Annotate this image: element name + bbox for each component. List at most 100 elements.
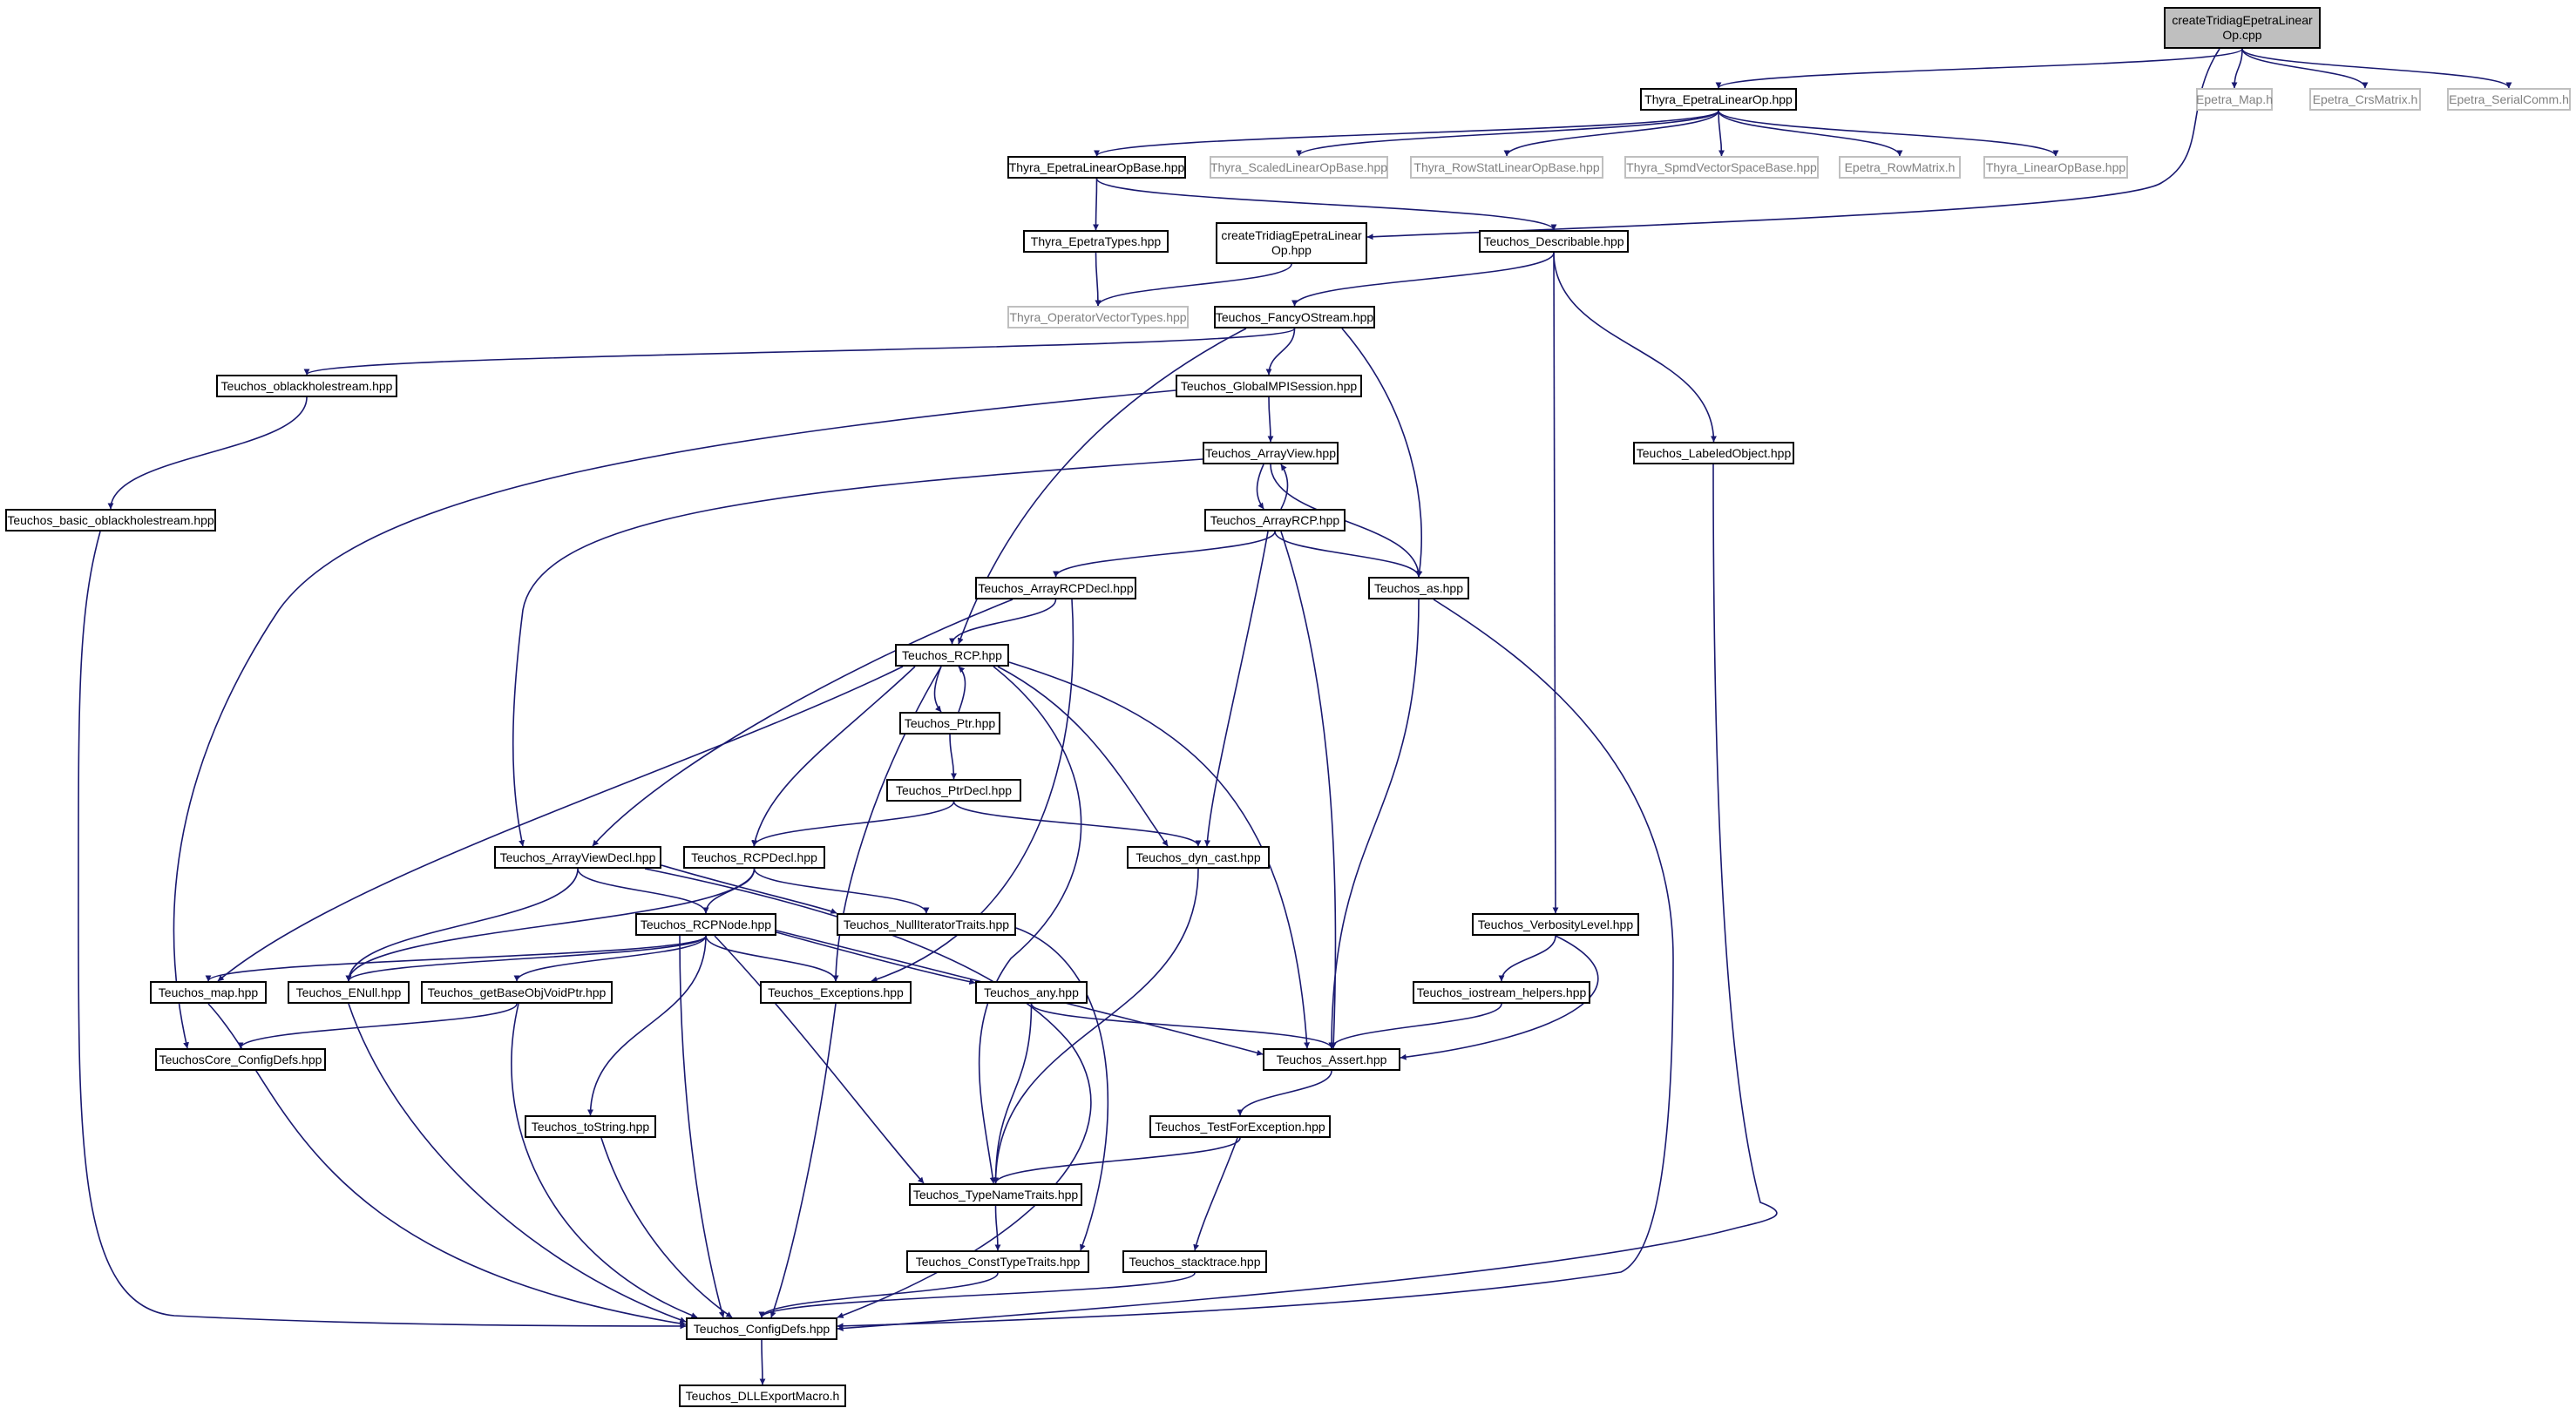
edge-t_exceptions-to-t_configdefs (769, 1003, 837, 1318)
edge-t_dyncast-to-t_tnt (993, 868, 1199, 1184)
node-t-ptrdecl[interactable]: Teuchos_PtrDecl.hpp (886, 779, 1021, 802)
node-root: createTridiagEpetraLinearOp.cpp (2164, 7, 2321, 49)
node-thyra-ovt: Thyra_OperatorVectorTypes.hpp (1007, 306, 1189, 328)
edge-t_labeled-to-t_configdefs (837, 464, 1778, 1332)
node-t-map[interactable]: Teuchos_map.hpp (150, 981, 267, 1004)
node-ctelo-hpp[interactable]: createTridiagEpetraLinearOp.hpp (1216, 222, 1367, 264)
node-thyra-lob: Thyra_LinearOpBase.hpp (1983, 156, 2128, 179)
edge-t_obhs-to-t_bobhs (107, 396, 308, 510)
node-t-avdecl[interactable]: Teuchos_ArrayViewDecl.hpp (494, 846, 661, 869)
node-label: Teuchos_ArrayRCPDecl.hpp (978, 580, 1134, 595)
edge-root-to-epetra_serial (2241, 48, 2512, 89)
node-epetra-map: Epetra_Map.h (2196, 88, 2273, 111)
node-thyra-et[interactable]: Thyra_EpetraTypes.hpp (1023, 230, 1169, 253)
edge-thyra_elo-to-thyra_rslob (1503, 110, 1719, 157)
node-thyra-svsb: Thyra_SpmdVectorSpaceBase.hpp (1624, 156, 1819, 179)
node-epetra-rowm: Epetra_RowMatrix.h (1839, 156, 1961, 179)
node-label: Thyra_OperatorVectorTypes.hpp (1009, 309, 1187, 324)
node-t-obhs[interactable]: Teuchos_oblackholestream.hpp (216, 375, 397, 397)
node-t-labeled[interactable]: Teuchos_LabeledObject.hpp (1633, 442, 1794, 464)
node-label: Teuchos_NullIteratorTraits.hpp (843, 917, 1010, 931)
node-thyra-elo[interactable]: Thyra_EpetraLinearOp.hpp (1640, 88, 1797, 111)
edge-t_rcpnode-to-t_exceptions (705, 935, 839, 982)
edge-ctelo_hpp-to-thyra_ovt (1095, 263, 1292, 307)
node-t-gmpi[interactable]: Teuchos_GlobalMPISession.hpp (1176, 375, 1362, 397)
node-label: Teuchos_ArrayViewDecl.hpp (499, 850, 656, 864)
edge-t_rcpdecl-to-t_enull (345, 868, 756, 982)
edge-t_assert-to-t_tfe (1237, 1070, 1332, 1116)
edge-t_rcpnode-to-t_enull (345, 935, 707, 982)
node-t-arcpdecl[interactable]: Teuchos_ArrayRCPDecl.hpp (975, 577, 1136, 599)
node-label: Teuchos_ConfigDefs.hpp (693, 1321, 830, 1336)
node-t-arrayrcp[interactable]: Teuchos_ArrayRCP.hpp (1204, 509, 1346, 531)
edge-t_rcp-to-t_rcpdecl (751, 666, 916, 847)
node-label: Teuchos_ConstTypeTraits.hpp (915, 1254, 1081, 1269)
node-t-tnt[interactable]: Teuchos_TypeNameTraits.hpp (909, 1183, 1082, 1206)
edge-t_ptr-to-t_ptrdecl (949, 734, 957, 780)
edge-root-to-ctelo_hpp (1366, 48, 2220, 240)
edge-t_arrayrcp-to-t_arcpdecl (1053, 531, 1276, 578)
node-thyra-slob: Thyra_ScaledLinearOpBase.hpp (1210, 156, 1388, 179)
node-t-dll[interactable]: Teuchos_DLLExportMacro.h (679, 1385, 846, 1407)
edge-thyra_elo-to-thyra_svsb (1718, 110, 1725, 157)
node-label: Thyra_EpetraLinearOpBase.hpp (1008, 159, 1185, 174)
node-t-any[interactable]: Teuchos_any.hpp (975, 981, 1088, 1004)
edge-thyra_elo-to-epetra_rowm (1718, 110, 1903, 157)
edge-t_describable-to-t_verbosity (1552, 252, 1559, 914)
node-label: Epetra_Map.h (2196, 91, 2273, 106)
node-label: Teuchos_LabeledObject.hpp (1636, 445, 1792, 460)
node-t-iohelpers[interactable]: Teuchos_iostream_helpers.hpp (1413, 981, 1590, 1004)
node-t-ptr[interactable]: Teuchos_Ptr.hpp (899, 712, 1000, 735)
node-label: Thyra_EpetraLinearOp.hpp (1644, 91, 1793, 106)
edge-thyra_et-to-thyra_ovt (1095, 252, 1102, 307)
node-label: Teuchos_FancyOStream.hpp (1215, 309, 1374, 324)
edge-t_avdecl-to-t_enull (345, 868, 579, 982)
edge-thyra_elo-to-thyra_slob (1296, 110, 1719, 157)
node-t-ctt[interactable]: Teuchos_ConstTypeTraits.hpp (906, 1250, 1089, 1273)
node-t-exceptions[interactable]: Teuchos_Exceptions.hpp (760, 981, 912, 1004)
node-t-rcpdecl[interactable]: Teuchos_RCPDecl.hpp (683, 846, 825, 869)
node-t-describable[interactable]: Teuchos_Describable.hpp (1479, 230, 1629, 253)
node-t-as[interactable]: Teuchos_as.hpp (1368, 577, 1469, 599)
edge-t_avdecl-to-t_rcpnode (577, 868, 709, 914)
edge-t_rcpnode-to-t_gbovp (513, 935, 707, 982)
node-t-rcp[interactable]: Teuchos_RCP.hpp (895, 644, 1009, 667)
node-t-dyncast[interactable]: Teuchos_dyn_cast.hpp (1127, 846, 1270, 869)
node-t-gbovp[interactable]: Teuchos_getBaseObjVoidPtr.hpp (421, 981, 613, 1004)
edge-t_arrayview-to-t_arrayrcp (1256, 464, 1264, 510)
edge-t_arcpdecl-to-t_exceptions (871, 599, 1074, 983)
node-t-stacktrace[interactable]: Teuchos_stacktrace.hpp (1122, 1250, 1267, 1273)
node-t-arrayview[interactable]: Teuchos_ArrayView.hpp (1203, 442, 1339, 464)
node-label: createTridiagEpetraLinearOp.hpp (1221, 228, 1362, 257)
edge-t_as-to-t_configdefs (837, 599, 1674, 1330)
edge-t_gbovp-to-t_configdefs (511, 1003, 698, 1318)
edge-t_rcpdecl-to-t_nullit (753, 868, 930, 914)
edge-t_iohelpers-to-t_assert (1328, 1003, 1502, 1049)
node-t-rcpnode[interactable]: Teuchos_RCPNode.hpp (635, 913, 776, 936)
node-label: Thyra_SpmdVectorSpaceBase.hpp (1626, 159, 1817, 174)
edge-t_fos-to-t_obhs (303, 328, 1296, 376)
node-epetra-serial: Epetra_SerialComm.h (2447, 88, 2571, 111)
edge-t_rcp-to-t_tnt (978, 666, 1082, 1184)
node-tc-configdefs[interactable]: TeuchosCore_ConfigDefs.hpp (155, 1048, 326, 1071)
node-t-tfe[interactable]: Teuchos_TestForException.hpp (1149, 1115, 1331, 1138)
edge-thyra_elob-to-thyra_et (1093, 178, 1100, 231)
node-t-configdefs[interactable]: Teuchos_ConfigDefs.hpp (686, 1317, 837, 1340)
node-label: Teuchos_Describable.hpp (1483, 234, 1624, 248)
node-label: Teuchos_Assert.hpp (1276, 1052, 1387, 1066)
node-t-tostring[interactable]: Teuchos_toString.hpp (525, 1115, 656, 1138)
node-label: Teuchos_dyn_cast.hpp (1135, 850, 1261, 864)
node-thyra-elob[interactable]: Thyra_EpetraLinearOpBase.hpp (1007, 156, 1186, 179)
edge-t_arrayrcp-to-t_arrayview (1280, 464, 1289, 510)
node-label: Teuchos_any.hpp (984, 985, 1079, 999)
node-t-enull[interactable]: Teuchos_ENull.hpp (288, 981, 410, 1004)
node-t-fos[interactable]: Teuchos_FancyOStream.hpp (1214, 306, 1375, 328)
node-t-verbosity[interactable]: Teuchos_VerbosityLevel.hpp (1472, 913, 1639, 936)
edge-t_gbovp-to-tc_configdefs (237, 1003, 518, 1049)
node-t-bobhs[interactable]: Teuchos_basic_oblackholestream.hpp (5, 509, 216, 531)
edge-t_verbosity-to-t_assert (1400, 935, 1599, 1060)
node-label: Teuchos_getBaseObjVoidPtr.hpp (427, 985, 607, 999)
node-t-assert[interactable]: Teuchos_Assert.hpp (1263, 1048, 1400, 1071)
node-t-nullit[interactable]: Teuchos_NullIteratorTraits.hpp (837, 913, 1016, 936)
